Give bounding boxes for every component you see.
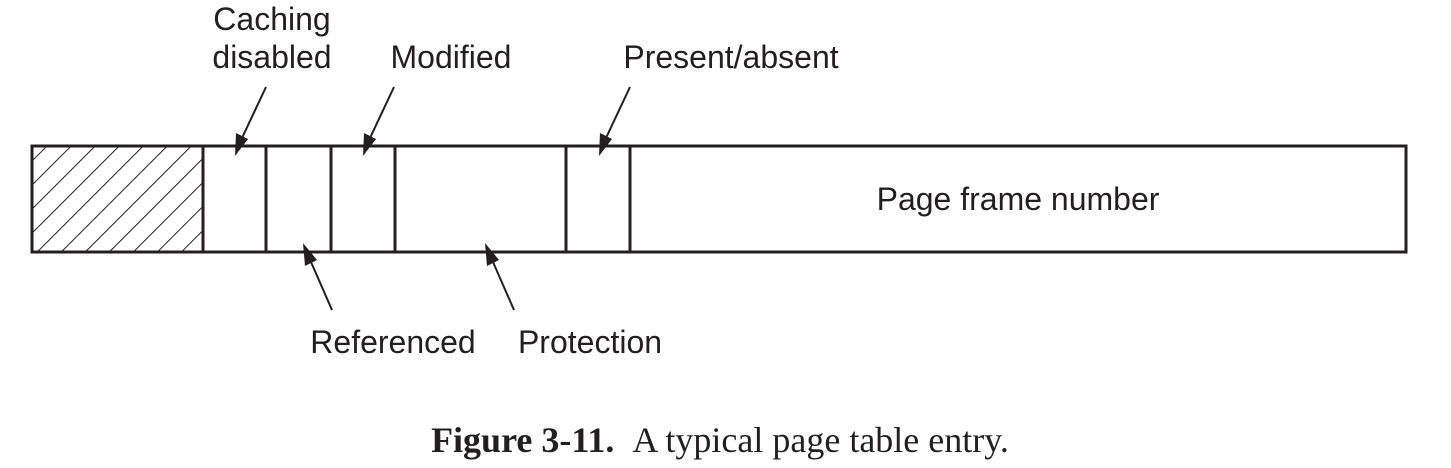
label-modified: Modified	[391, 39, 512, 75]
arrow-modified	[363, 86, 395, 156]
unused-bits-hatched	[33, 147, 202, 251]
caption-number: Figure 3-11.	[431, 420, 614, 460]
label-page-frame-number: Page frame number	[877, 181, 1160, 217]
arrow-present-absent	[599, 86, 631, 156]
figure-caption: Figure 3-11. A typical page table entry.	[431, 420, 1009, 460]
entry-box	[30, 144, 1408, 254]
label-caching-disabled-line2: disabled	[212, 39, 331, 75]
arrow-referenced	[303, 243, 333, 311]
arrow-protection	[485, 243, 515, 311]
label-referenced: Referenced	[310, 324, 475, 360]
caption-text: A typical page table entry.	[632, 420, 1009, 460]
label-caching-disabled-line1: Caching	[213, 1, 330, 37]
label-present-absent: Present/absent	[623, 39, 838, 75]
label-protection: Protection	[518, 324, 662, 360]
arrow-caching-disabled	[235, 86, 267, 156]
